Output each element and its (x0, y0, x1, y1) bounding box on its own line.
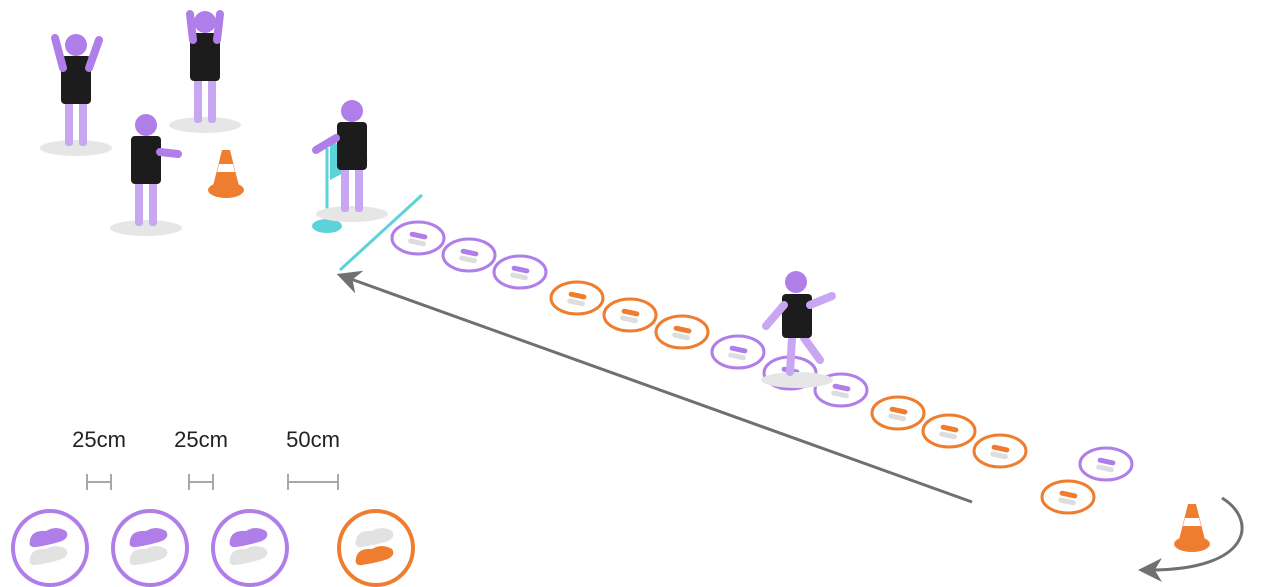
ring-marker-icon (1040, 479, 1096, 515)
footprint-icon (672, 332, 690, 341)
footprint-icon (568, 291, 587, 300)
spacing-bracket-2 (188, 474, 214, 490)
footprint-icon (728, 352, 746, 361)
ring-marker-icon (549, 280, 605, 316)
footprint-icon (229, 546, 268, 566)
footprint-icon (1097, 457, 1116, 466)
footprint-icon (673, 325, 692, 334)
footprint-icon (459, 255, 477, 264)
legend-ring-marker-icon (211, 509, 289, 587)
footprint-icon (621, 308, 640, 317)
footprint-icon (831, 390, 849, 399)
footprint-icon (1096, 464, 1114, 473)
footprint-icon (229, 528, 268, 548)
legend-label-1: 25cm (72, 427, 126, 452)
legend-ring-marker-icon (337, 509, 415, 587)
ring-marker-icon (441, 237, 497, 273)
footprint-icon (1058, 497, 1076, 506)
ring-marker-icon (710, 334, 766, 370)
footprint-icon (460, 248, 479, 257)
footprint-icon (567, 298, 585, 307)
player-with-flag (312, 100, 388, 222)
footprint-icon (409, 231, 428, 240)
footprint-icon (511, 265, 530, 274)
footprint-icon (129, 528, 168, 548)
cone-icon (208, 150, 244, 198)
ring-marker-icon (602, 297, 658, 333)
cone-icon-end (1174, 504, 1210, 552)
spacing-bracket-1 (86, 474, 112, 490)
start-line (338, 193, 424, 272)
legend-ring-marker-icon (11, 509, 89, 587)
footprint-icon (29, 546, 68, 566)
footprint-icon (355, 528, 394, 548)
footprint-icon (888, 413, 906, 422)
legend-ring-marker-icon (111, 509, 189, 587)
footprint-icon (939, 431, 957, 440)
legend-ring-markers (11, 509, 415, 587)
player-arms-raised-left (40, 34, 112, 156)
legend-label-3: 50cm (286, 427, 340, 452)
footprint-icon (729, 345, 748, 354)
ring-marker-icon (1078, 446, 1134, 482)
footprint-icon (832, 383, 851, 392)
ring-marker-icon (972, 433, 1028, 469)
ring-marker-icon (921, 413, 977, 449)
footprint-icon (355, 546, 394, 566)
footprint-icon (1059, 490, 1078, 499)
turn-arrow-icon (1138, 496, 1244, 582)
player-pointing (110, 114, 182, 236)
ring-marker-icon (870, 395, 926, 431)
footprint-icon (889, 406, 908, 415)
player-arms-raised-top (169, 10, 241, 133)
footprint-icon (990, 451, 1008, 460)
footprint-icon (620, 315, 638, 324)
legend-label-2: 25cm (174, 427, 228, 452)
ring-marker-icon (654, 314, 710, 350)
footprint-icon (29, 528, 68, 548)
ring-marker-row (390, 220, 1134, 515)
footprint-icon (408, 238, 426, 247)
ring-marker-icon (492, 254, 548, 290)
footprint-icon (991, 444, 1010, 453)
running-player (761, 271, 836, 388)
footprint-icon (940, 424, 959, 433)
return-arrow-icon (336, 270, 973, 504)
spacing-bracket-3 (287, 474, 339, 490)
ring-marker-icon (390, 220, 446, 256)
footprint-icon (129, 546, 168, 566)
footprint-icon (510, 272, 528, 281)
